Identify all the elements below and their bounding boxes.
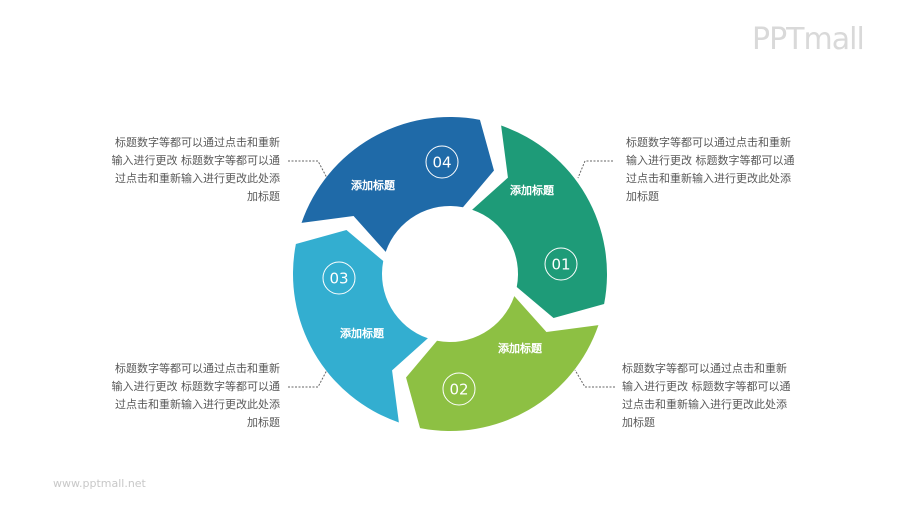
description-line: 过点击和重新输入进行更改此处添 [115, 172, 280, 185]
footer-url: www.pptmall.net [53, 477, 146, 490]
segment-01-title: 添加标题 [510, 183, 555, 197]
segment-04-title: 添加标题 [351, 178, 396, 192]
segment-03-shape [292, 230, 428, 423]
segment-01-shape [472, 125, 607, 318]
description-line: 输入进行更改 标题数字等都可以通 [622, 380, 791, 393]
description-bottom-right: 标题数字等都可以通过点击和重新 输入进行更改 标题数字等都可以通 过点击和重新输… [622, 360, 822, 432]
segment-02-title: 添加标题 [498, 341, 543, 355]
segment-02-number: 02 [449, 381, 468, 399]
segment-03[interactable]: 添加标题 03 [292, 230, 428, 423]
description-line: 加标题 [622, 416, 655, 429]
connector-bottom-right [574, 369, 615, 388]
description-bottom-left: 标题数字等都可以通过点击和重新 输入进行更改 标题数字等都可以通 过点击和重新输… [80, 360, 281, 432]
segment-04-number-circle [425, 145, 459, 179]
description-line: 标题数字等都可以通过点击和重新 [626, 136, 791, 149]
segment-04-number: 04 [432, 154, 451, 172]
description-top-right: 标题数字等都可以通过点击和重新 输入进行更改 标题数字等都可以通 过点击和重新输… [626, 134, 826, 206]
segment-02-number-circle [442, 372, 476, 406]
connector-bottom-left [288, 369, 328, 388]
description-line: 加标题 [247, 416, 280, 429]
description-line: 输入进行更改 标题数字等都可以通 [111, 154, 281, 167]
description-line: 加标题 [247, 190, 280, 203]
segment-02-shape [406, 296, 599, 431]
description-line: 过点击和重新输入进行更改此处添 [622, 398, 787, 411]
description-line: 加标题 [626, 190, 659, 203]
description-line: 输入进行更改 标题数字等都可以通 [111, 380, 281, 393]
segment-03-number: 03 [329, 270, 348, 288]
segment-04-shape [301, 116, 494, 252]
segment-01-number-circle [544, 247, 578, 281]
connector-top-left [288, 160, 328, 179]
description-line: 过点击和重新输入进行更改此处添 [115, 398, 280, 411]
description-line: 输入进行更改 标题数字等都可以通 [626, 154, 795, 167]
segment-04[interactable]: 添加标题 04 [301, 116, 494, 252]
description-line: 标题数字等都可以通过点击和重新 [622, 362, 787, 375]
description-line: 过点击和重新输入进行更改此处添 [626, 172, 791, 185]
segment-03-title: 添加标题 [340, 326, 385, 340]
segment-03-number-circle [322, 261, 356, 295]
segment-02[interactable]: 添加标题 02 [406, 296, 599, 431]
segment-01[interactable]: 添加标题 01 [472, 125, 607, 318]
description-line: 标题数字等都可以通过点击和重新 [115, 136, 280, 149]
pptmall-logo: PPTmall [752, 22, 865, 57]
description-line: 标题数字等都可以通过点击和重新 [115, 362, 280, 375]
segment-01-number: 01 [551, 256, 570, 274]
connector-top-right [577, 160, 613, 179]
description-top-left: 标题数字等都可以通过点击和重新 输入进行更改 标题数字等都可以通 过点击和重新输… [80, 134, 281, 206]
